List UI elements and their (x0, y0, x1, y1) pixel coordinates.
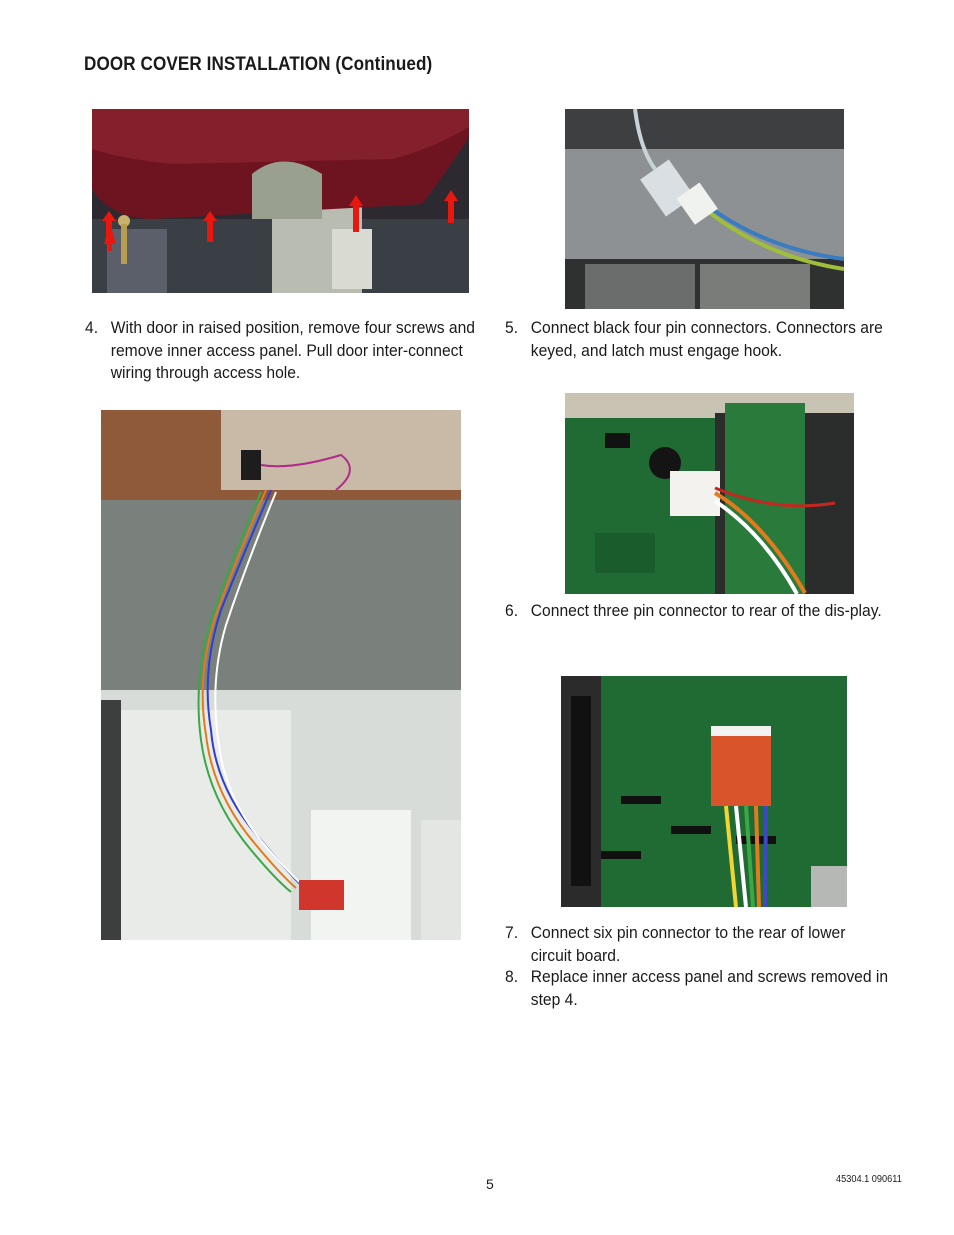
four-pin-connector-photo (565, 109, 844, 309)
step-7: 7. Connect six pin connector to the rear… (505, 922, 890, 967)
step-number: 6. (505, 601, 519, 620)
step-8: 8. Replace inner access panel and screws… (505, 966, 890, 1011)
page-number: 5 (486, 1176, 494, 1192)
wiring-access-hole-photo (101, 410, 461, 940)
door-screws-photo (92, 109, 469, 293)
page-title: DOOR COVER INSTALLATION (Continued) (84, 54, 433, 75)
step-text: Connect black four pin connectors. Conne… (530, 318, 883, 360)
three-pin-connector-photo (565, 393, 854, 594)
step-number: 5. (505, 318, 519, 337)
step-number: 4. (85, 318, 99, 337)
step-text: With door in raised position, remove fou… (110, 318, 475, 382)
step-number: 8. (505, 967, 519, 986)
document-code: 45304.1 090611 (836, 1174, 902, 1185)
step-5: 5. Connect black four pin connectors. Co… (505, 317, 890, 362)
step-4: 4. With door in raised position, remove … (85, 317, 476, 385)
step-text: Connect six pin connector to the rear of… (530, 923, 846, 965)
step-text: Replace inner access panel and screws re… (530, 967, 889, 1009)
step-6: 6. Connect three pin connector to rear o… (505, 600, 890, 623)
six-pin-connector-photo (561, 676, 847, 907)
step-number: 7. (505, 923, 519, 942)
step-text: Connect three pin connector to rear of t… (530, 601, 882, 620)
